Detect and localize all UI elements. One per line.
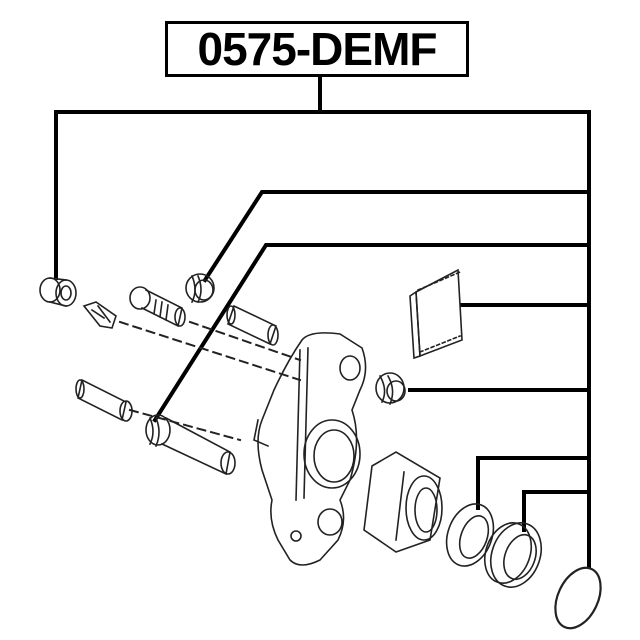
boot-lower-icon [145,414,236,476]
guide-pin-upper-icon [226,304,279,346]
part-number-box: 0575-DEMF [165,21,469,77]
piston-seal-icon [445,503,495,567]
piston-icon [363,451,443,553]
leader-lines [54,70,591,568]
guide-pin-lower-icon [75,378,133,422]
part-number-label: 0575-DEMF [197,23,438,75]
anti-rattle-clip-icon [409,268,463,360]
bushing-left-icon [39,277,77,307]
caliper-body-icon [253,332,367,566]
o-ring-icon [554,566,602,630]
alignment-lines [118,320,302,442]
guide-bolt-icon [129,286,186,328]
bleeder-screw-icon [82,301,117,329]
boot-right-icon [375,372,406,406]
dust-boot-icon [483,522,543,588]
boot-upper-icon [185,273,215,304]
